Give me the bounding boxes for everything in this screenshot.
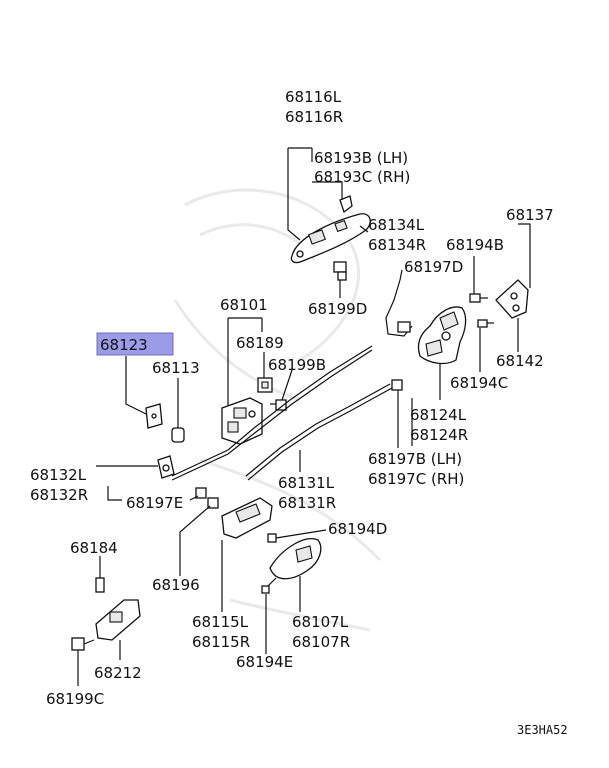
label-68101: 68101	[220, 296, 268, 314]
label-68197e: 68197E	[126, 494, 183, 512]
screw-68194e-part	[261, 577, 277, 594]
bushing-68113-part	[171, 427, 185, 443]
label-68124r: 68124R	[410, 426, 468, 444]
bracket-68212-part	[95, 599, 141, 641]
label-68131l: 68131L	[278, 474, 335, 492]
label-68107l: 68107L	[292, 613, 349, 631]
screw-68194d-part	[267, 533, 277, 543]
label-68132l: 68132L	[30, 466, 87, 484]
screw-68194b-part	[469, 293, 488, 303]
label-68194d: 68194D	[328, 520, 387, 538]
rod-68131-part	[171, 345, 373, 477]
bolt-68199b-part	[270, 399, 287, 411]
highlight-68123	[96, 332, 174, 356]
label-68194b: 68194B	[446, 236, 504, 254]
screw-68194c-part	[477, 319, 494, 328]
label-68131r: 68131R	[278, 494, 336, 512]
label-68124l: 68124L	[410, 406, 467, 424]
rod-clip-68197d	[397, 321, 411, 333]
rod-68197d-part	[385, 279, 413, 337]
cap-68196-part	[207, 497, 219, 509]
label-68184: 68184	[70, 539, 118, 557]
label-68137: 68137	[506, 206, 554, 224]
rod-68197b-part	[245, 383, 391, 477]
door-lock-actuator-part	[221, 397, 263, 445]
bolt-68199d-part	[333, 261, 347, 281]
label-68197b: 68197B (LH)	[368, 450, 462, 468]
label-68134r: 68134R	[368, 236, 426, 254]
label-68196: 68196	[152, 576, 200, 594]
label-68116l: 68116L	[285, 88, 342, 106]
figure-code: 3E3HA52	[517, 723, 568, 737]
label-68212: 68212	[94, 664, 142, 682]
label-68142: 68142	[496, 352, 544, 370]
inside-handle-base-part	[221, 497, 273, 539]
label-68194c: 68194C	[450, 374, 508, 392]
leader-lines	[77, 147, 531, 686]
label-68193c: 68193C (RH)	[314, 168, 410, 186]
lever-68123-part	[145, 403, 163, 429]
bracket-68137-part	[495, 279, 529, 319]
label-68199d: 68199D	[308, 300, 367, 318]
clip-68197e-part	[195, 487, 207, 499]
label-68116r: 68116R	[285, 108, 343, 126]
label-68199c: 68199C	[46, 690, 104, 708]
label-68134l: 68134L	[368, 216, 425, 234]
outside-handle-part	[290, 213, 371, 264]
bolt-68199c-part	[71, 637, 95, 651]
label-68197c: 68197C (RH)	[368, 470, 464, 488]
handle-clip-part	[339, 195, 353, 214]
label-68189: 68189	[236, 334, 284, 352]
lever-68132-part	[157, 455, 175, 479]
label-68113: 68113	[152, 359, 200, 377]
label-68194e: 68194E	[236, 653, 293, 671]
part-68184	[95, 577, 105, 593]
label-68132r: 68132R	[30, 486, 88, 504]
label-68115r: 68115R	[192, 633, 250, 651]
door-latch-part	[417, 306, 467, 365]
label-68193b: 68193B (LH)	[314, 149, 408, 167]
label-68197d: 68197D	[404, 258, 463, 276]
label-68107r: 68107R	[292, 633, 350, 651]
label-68115l: 68115L	[192, 613, 249, 631]
inside-handle-cover-part	[269, 538, 322, 580]
label-68199b: 68199B	[268, 356, 326, 374]
rod-clip-68197b	[391, 379, 403, 391]
label-68123: 68123	[100, 336, 148, 354]
part-labels: 68116L 68116R 68193B (LH) 68193C (RH) 68…	[30, 88, 568, 737]
part-68189	[257, 377, 273, 393]
